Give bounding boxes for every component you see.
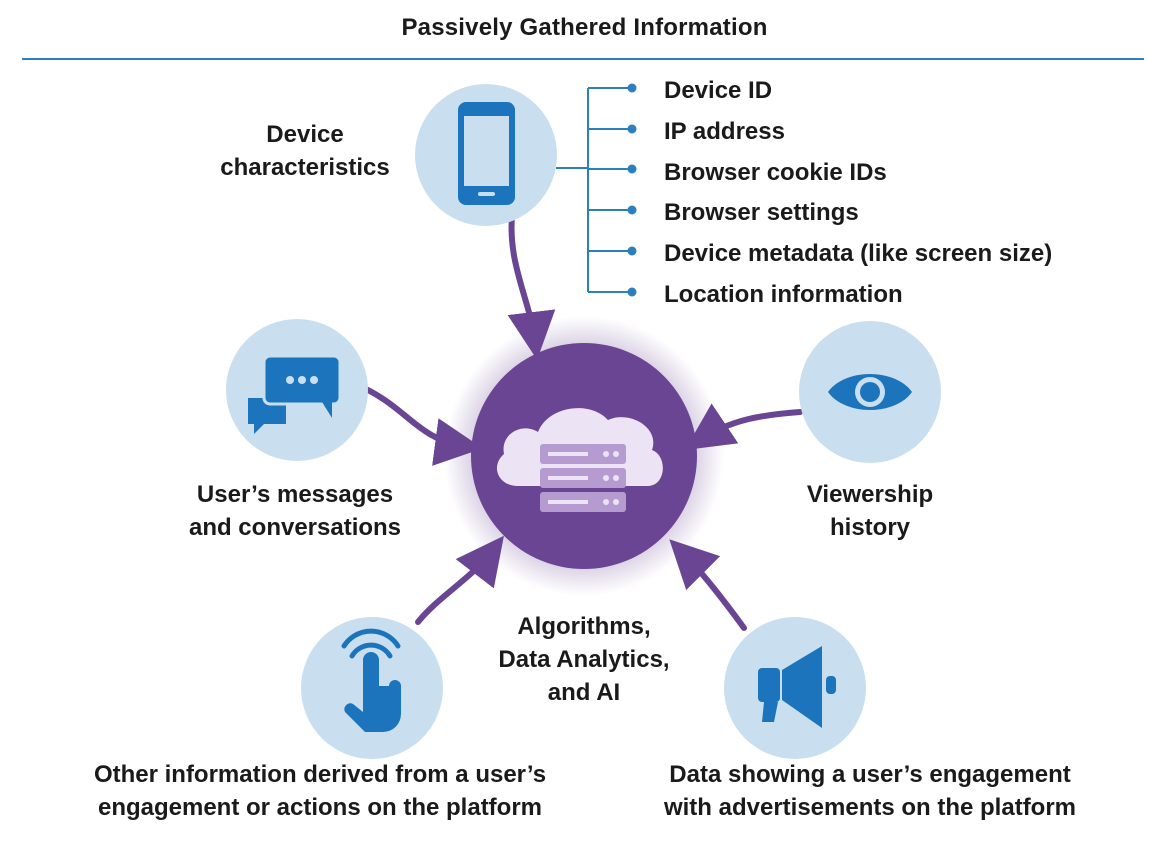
other-info-label: Other information derived from a user’s …	[40, 758, 600, 824]
viewership-label: Viewership history	[770, 478, 970, 544]
ads-label-line-2: with advertisements on the platform	[663, 794, 1077, 821]
ads-label-line-1: Data showing a user’s engagement	[669, 761, 1071, 788]
smartphone-icon	[458, 102, 515, 205]
arrow-ads-to-hub	[669, 539, 747, 631]
viewership-label-line-1: Viewership	[806, 481, 934, 508]
other-info-label-line-1: Other information derived from a user’s	[93, 761, 547, 788]
messages-label-line-1: User’s messages	[196, 481, 394, 508]
tap-finger-icon	[341, 628, 401, 659]
list-item: Device metadata (like screen size)	[664, 240, 1053, 268]
chat-bubbles-icon	[248, 354, 342, 434]
megaphone-icon	[758, 646, 836, 728]
diagram-title: Passively Gathered Information	[401, 14, 768, 41]
other-info-label-line-2: engagement or actions on the platform	[97, 794, 543, 821]
device-label: Device characteristics	[190, 118, 420, 184]
device-characteristics-list: Device ID IP address Browser cookie IDs …	[664, 71, 1052, 316]
messages-label: User’s messages and conversations	[160, 478, 430, 544]
hub-label-line-2: Data Analytics,	[498, 646, 670, 673]
hub-label: Algorithms, Data Analytics, and AI	[470, 610, 698, 709]
list-item: Device ID	[664, 77, 773, 104]
hub-label-line-3: and AI	[547, 679, 621, 706]
messages-label-line-2: and conversations	[188, 514, 402, 541]
device-label-line-2: characteristics	[220, 154, 390, 181]
viewership-label-line-2: history	[829, 514, 910, 541]
list-item: Browser cookie IDs	[664, 158, 887, 186]
tap-finger-hand	[344, 652, 401, 732]
device-label-line-1: Device	[266, 121, 344, 148]
hub-label-line-1: Algorithms,	[517, 613, 651, 640]
eye-icon	[828, 374, 912, 410]
title-divider	[22, 58, 1144, 60]
device-list-bracket	[556, 87, 632, 293]
ads-label: Data showing a user’s engagement with ad…	[610, 758, 1130, 824]
list-item: IP address	[664, 117, 785, 145]
list-item: Browser settings	[664, 199, 859, 227]
list-item: Location information	[664, 280, 903, 308]
arrow-other-to-hub	[415, 535, 504, 625]
cloud-server-icon	[496, 408, 663, 512]
arrow-device-to-hub	[507, 213, 556, 360]
list-bullets	[627, 83, 637, 297]
